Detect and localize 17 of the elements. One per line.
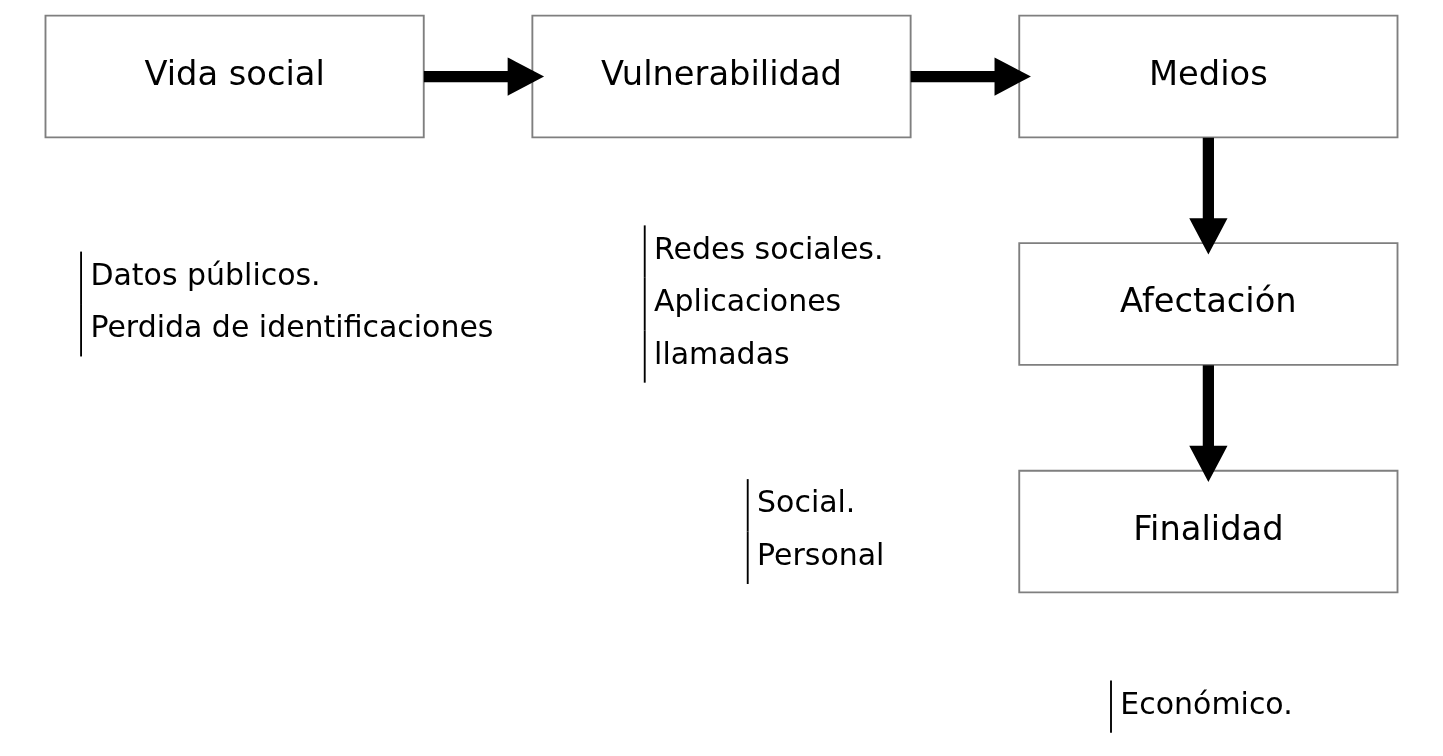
node-box: Vulnerabilidad <box>531 14 912 139</box>
arrow <box>1189 137 1228 255</box>
node-label: Social. <box>757 484 856 520</box>
node-box: Vida social <box>44 14 425 139</box>
arrow <box>423 57 545 96</box>
node-label: Personal <box>757 536 885 572</box>
node-box: Afectación <box>1018 242 1399 366</box>
node-label: Perdida de identificaciones <box>90 309 494 345</box>
arrow <box>910 57 1031 96</box>
node-label: Redes sociales. <box>654 230 884 266</box>
arrow <box>1189 365 1228 483</box>
node-label: Económico. <box>1120 685 1293 721</box>
node-box: Medios <box>1018 14 1399 139</box>
node-label: Datos públicos. <box>90 256 321 292</box>
node-label: Aplicaciones <box>654 283 842 319</box>
node-label: llamadas <box>654 335 790 371</box>
node-box: Finalidad <box>1018 469 1399 594</box>
